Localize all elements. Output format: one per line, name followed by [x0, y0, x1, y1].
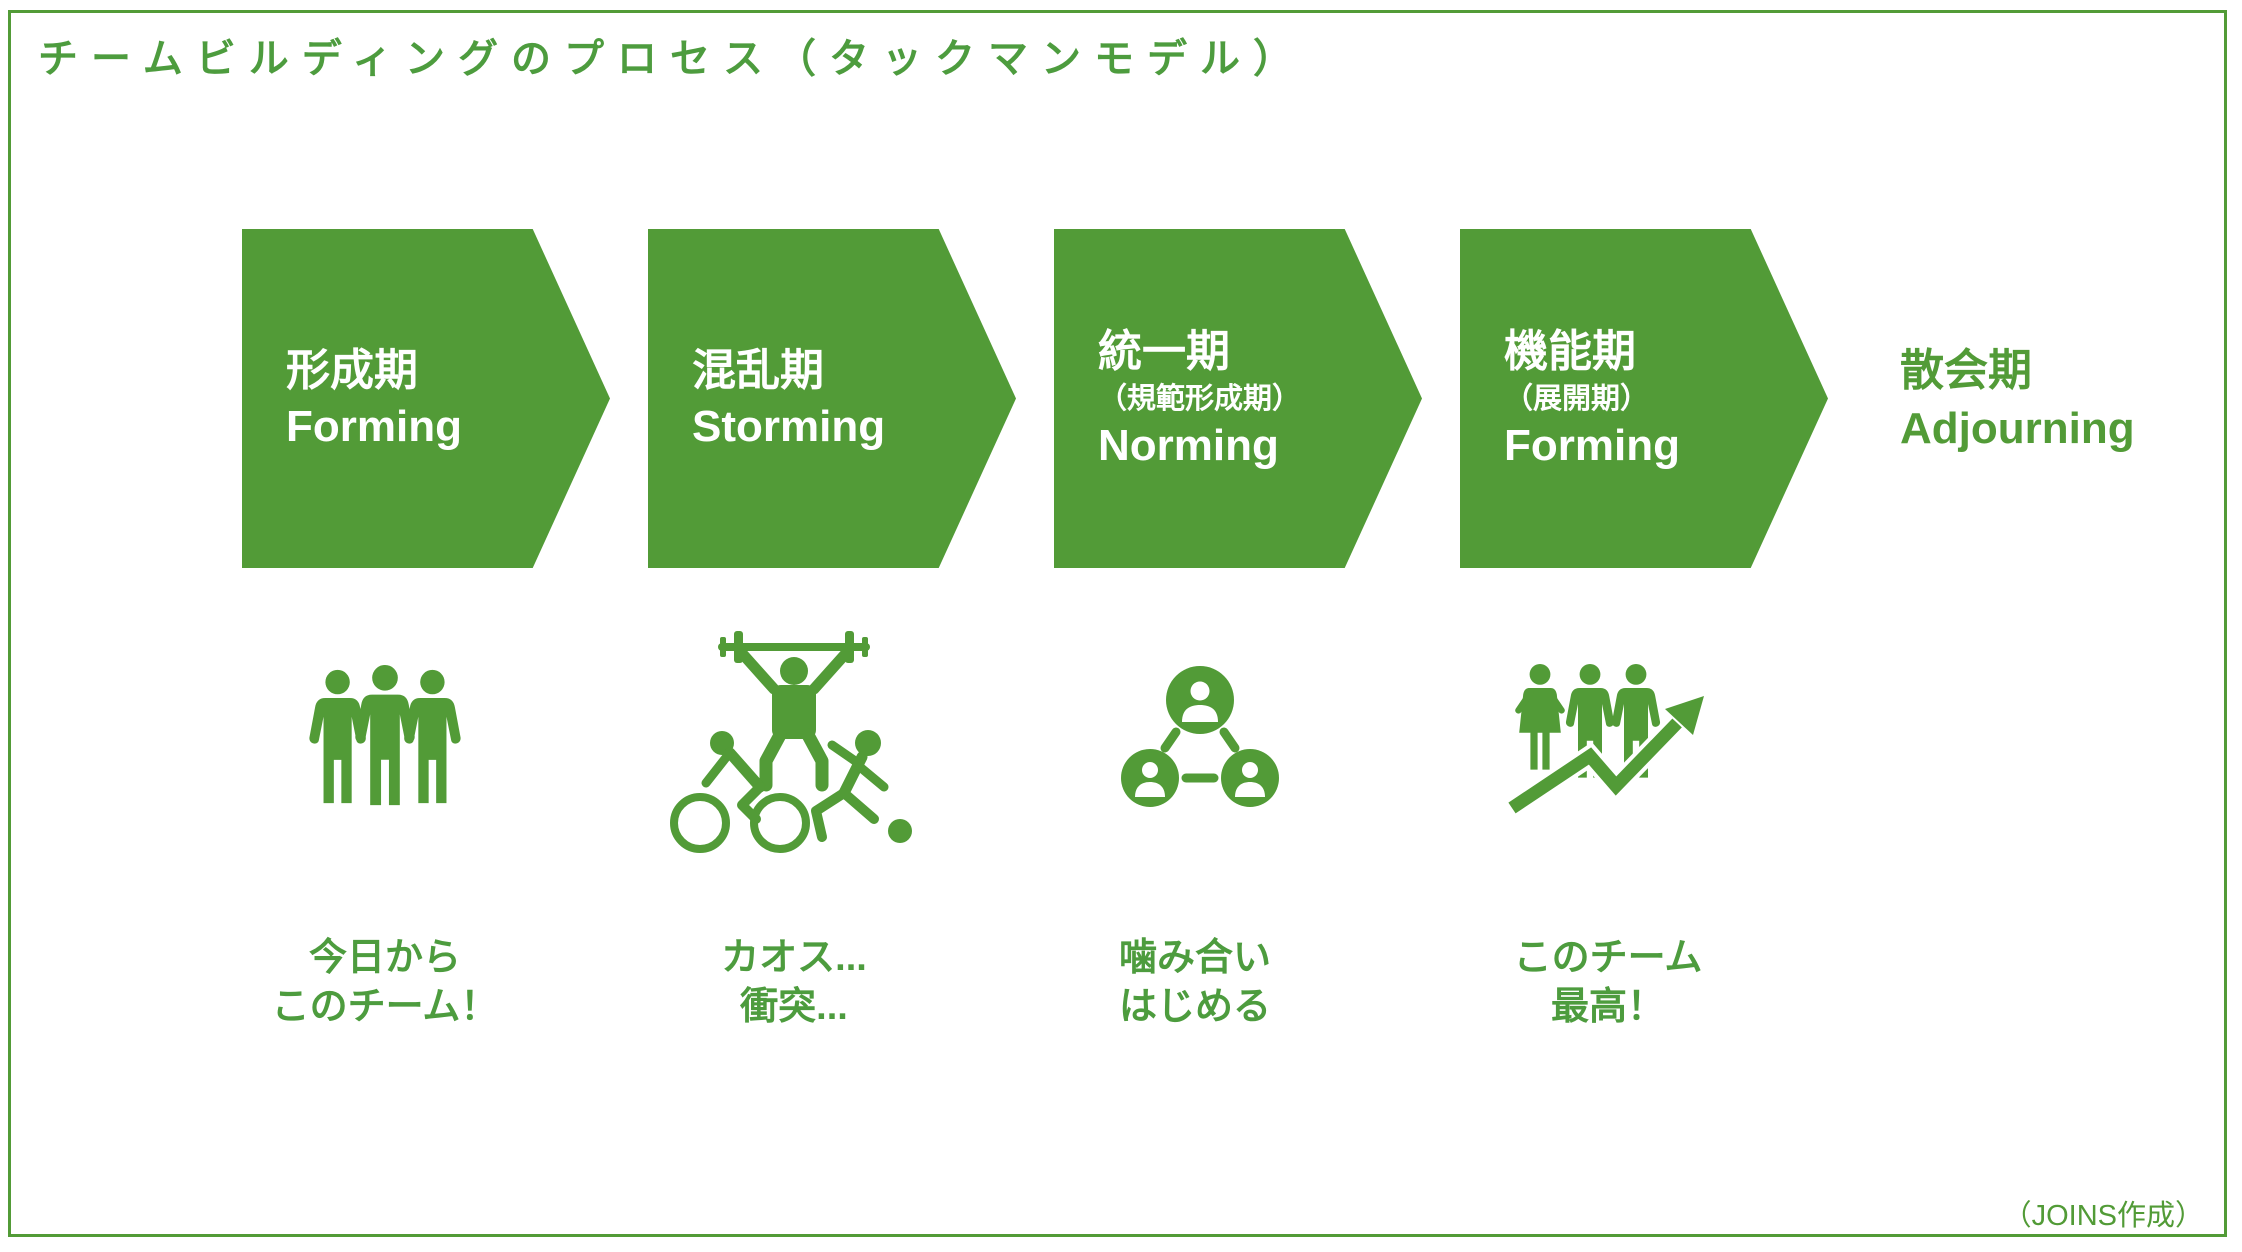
- person-figure: [1565, 664, 1615, 778]
- caption-line: はじめる: [1118, 986, 1271, 1028]
- woman-figure: [1515, 664, 1565, 770]
- person-figure: [404, 669, 461, 804]
- team-growth-arrow-icon: [1506, 664, 1707, 817]
- network-link: [1219, 727, 1240, 753]
- caption-line: 衝突...: [740, 986, 848, 1028]
- stage-name-jp: 混乱期: [692, 345, 824, 395]
- caption-line: 今日から: [308, 937, 461, 979]
- caption-line: このチーム: [1513, 937, 1703, 979]
- network-node: [1121, 749, 1179, 807]
- stage-adjourning: 散会期 Adjourning: [1900, 342, 2135, 458]
- diagram-border: [8, 10, 2227, 1237]
- stage-name-en: Norming: [1098, 420, 1279, 470]
- caption-line: 噛み合い: [1118, 937, 1271, 979]
- stage-caption: カオス... 衝突...: [614, 934, 974, 1032]
- stage-arrow-norming: 統一期 （規範形成期） Norming: [1054, 229, 1422, 568]
- page-title: チームビルディングのプロセス（タックマンモデル）: [38, 37, 1306, 81]
- stage-name-sub: （展開期）: [1504, 382, 1650, 415]
- stage-name-jp: 散会期: [1900, 346, 2032, 395]
- weightlifter-figure: [718, 631, 870, 792]
- caption-line: カオス...: [721, 937, 867, 979]
- person-figure: [1611, 664, 1661, 778]
- stage-name-en: Forming: [1504, 420, 1680, 470]
- caption-line: このチーム！: [271, 986, 499, 1028]
- stage-name-en: Storming: [692, 401, 886, 451]
- person-figure: [309, 669, 366, 804]
- caption-line: 最高！: [1550, 986, 1665, 1028]
- stage-caption: このチーム 最高！: [1428, 934, 1788, 1032]
- stage-name-en: Adjourning: [1900, 404, 2135, 453]
- stage-caption: 噛み合い はじめる: [1015, 934, 1375, 1032]
- stage-caption: 今日から このチーム！: [205, 934, 565, 1032]
- network-link: [1160, 727, 1181, 753]
- network-node: [1221, 749, 1279, 807]
- stage-arrow-performing: 機能期 （展開期） Forming: [1460, 229, 1828, 568]
- stage-name-en: Forming: [286, 401, 462, 451]
- cyclist-figure: [670, 731, 810, 853]
- stage-name-jp: 機能期: [1504, 326, 1636, 376]
- credit-text: （JOINS作成）: [2002, 1200, 2204, 1232]
- stage-name-sub: （規範形成期）: [1098, 382, 1302, 415]
- stage-arrow-storming: 混乱期 Storming: [648, 229, 1016, 568]
- people-network-icon: [1121, 666, 1279, 807]
- network-node: [1166, 666, 1234, 734]
- three-people-standing-icon: [309, 664, 461, 806]
- runner-figure: [811, 730, 912, 843]
- stage-arrow-forming: 形成期 Forming: [242, 229, 610, 568]
- ball: [888, 819, 912, 843]
- growth-arrow: [1506, 692, 1707, 817]
- person-figure: [355, 664, 415, 806]
- stage-name-jp: 形成期: [286, 345, 418, 395]
- sports-chaos-icon: [670, 631, 912, 853]
- stage-name-jp: 統一期: [1098, 326, 1230, 376]
